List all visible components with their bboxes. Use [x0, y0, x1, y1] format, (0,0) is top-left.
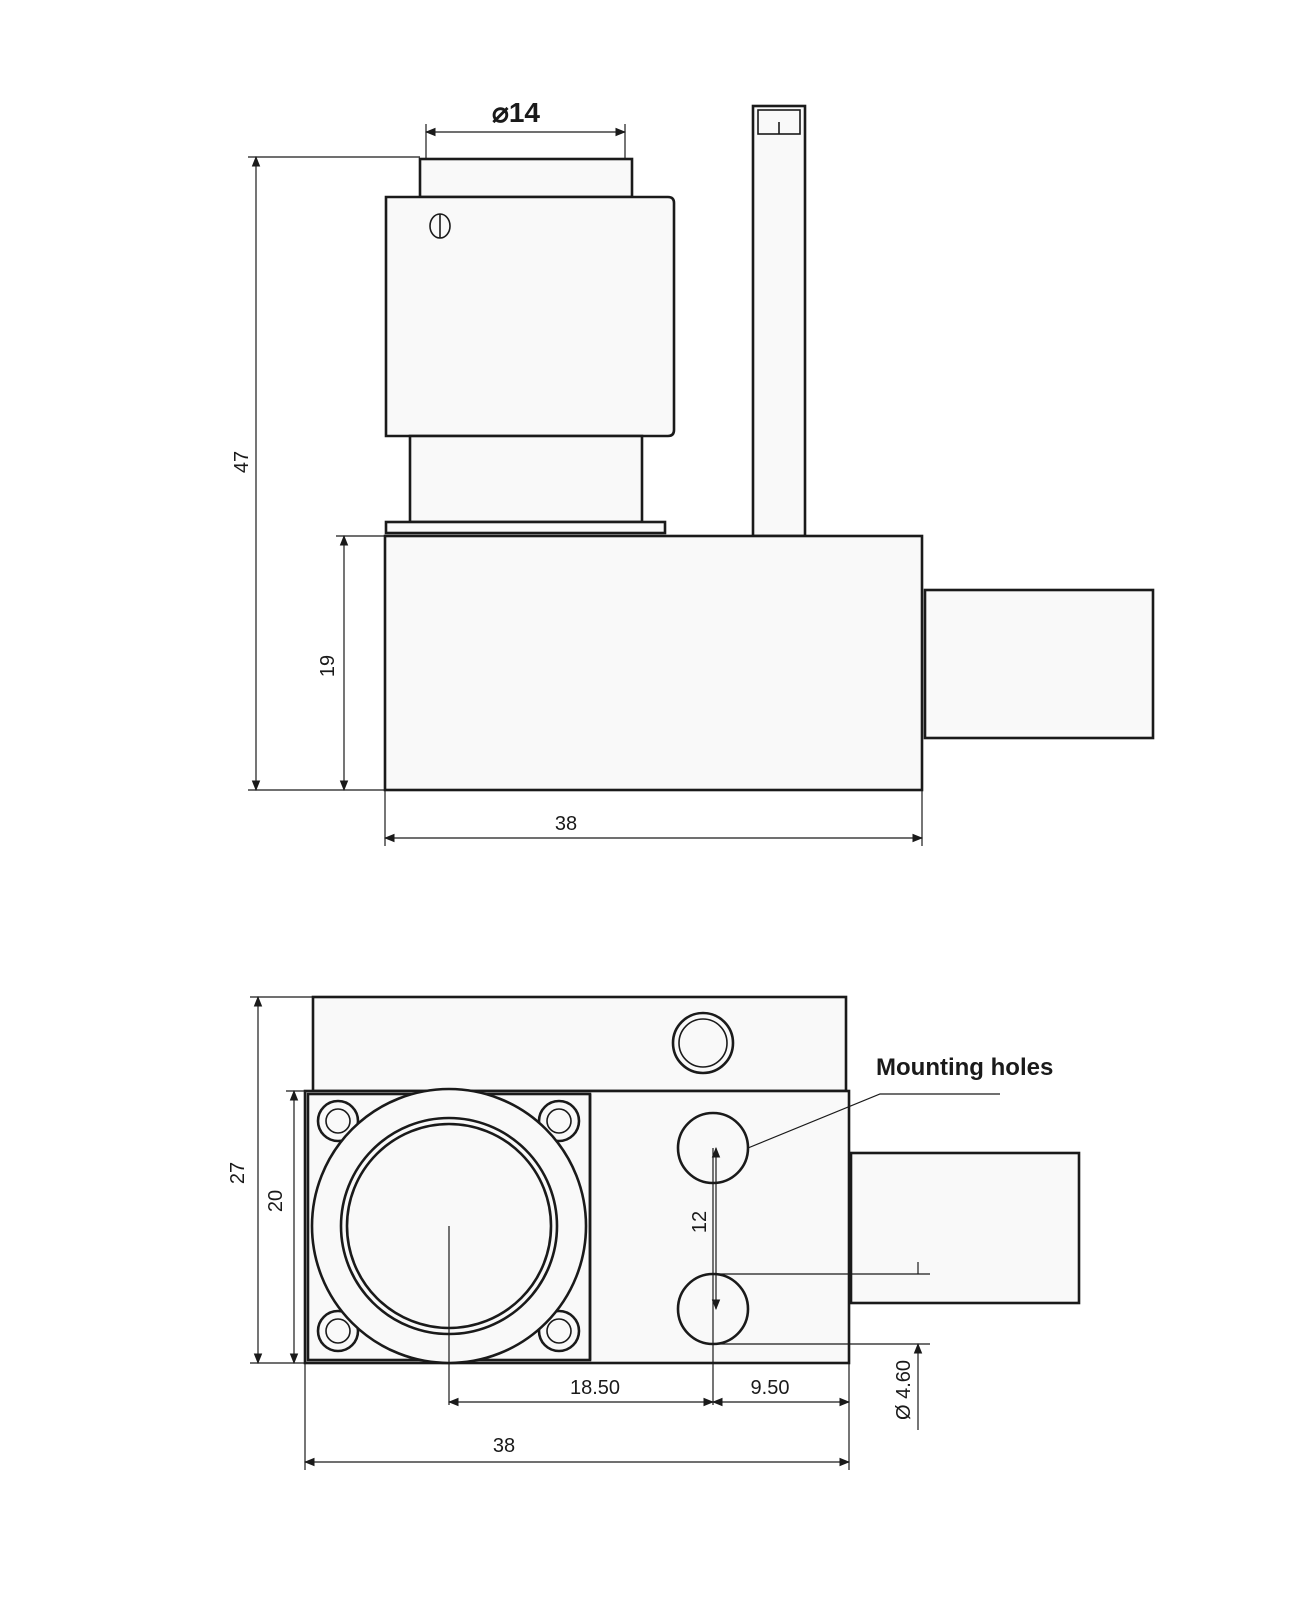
dim-offset-center: 18.50	[570, 1377, 620, 1399]
dim-diameter-top: ⌀14	[492, 97, 540, 128]
rear-block	[311, 995, 848, 1093]
dim-width-38: 38	[493, 1435, 515, 1457]
vertical-rod	[751, 104, 807, 538]
corner-screw-inner	[325, 1318, 351, 1344]
flange-plate	[384, 520, 667, 535]
neck	[408, 434, 644, 524]
corner-screw-icon	[316, 1309, 360, 1353]
top-view: 12 Ø 4.60 27 20 18.50 9.50 38 Mounting h…	[227, 995, 1081, 1470]
dim-height-20: 20	[265, 1190, 287, 1212]
rear-screw-icon	[671, 1011, 735, 1075]
dim-width-base: 38	[555, 813, 577, 835]
top-cap	[418, 157, 634, 199]
side-view: ⌀14 47 19 38	[231, 97, 1155, 846]
corner-screw-inner	[546, 1108, 572, 1134]
base-block	[383, 534, 924, 792]
dim-height-total: 47	[231, 451, 253, 473]
side-shaft-top	[849, 1151, 1081, 1305]
upper-housing	[384, 195, 676, 438]
callout-mounting-holes: Mounting holes	[876, 1054, 1053, 1081]
rear-screw-inner	[678, 1018, 728, 1068]
corner-screw-inner	[546, 1318, 572, 1344]
corner-screw-inner	[325, 1108, 351, 1134]
dim-offset-edge: 9.50	[751, 1377, 790, 1399]
callout-leader	[747, 1093, 1000, 1149]
corner-screw-icon	[316, 1099, 360, 1143]
dim-hole-spacing: 12	[689, 1211, 711, 1233]
dim-hole-diameter: Ø 4.60	[893, 1360, 915, 1420]
side-shaft	[923, 588, 1155, 740]
dim-height-base: 19	[317, 655, 339, 677]
dim-height-27: 27	[227, 1162, 249, 1184]
